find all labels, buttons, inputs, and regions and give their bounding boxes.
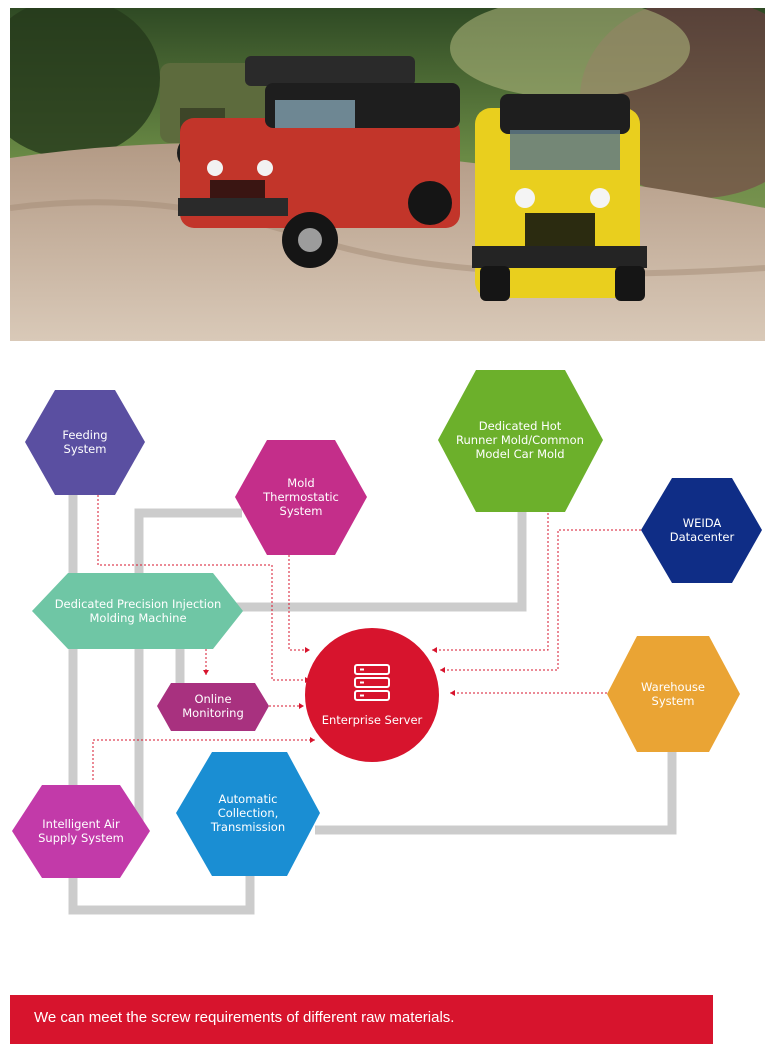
toy-cars-image bbox=[10, 8, 765, 341]
flow-weida-server bbox=[440, 529, 641, 671]
node-label-line: Datacenter bbox=[670, 530, 735, 544]
server-icon bbox=[354, 664, 390, 701]
node-label-line: System bbox=[64, 442, 107, 456]
arrowhead bbox=[432, 647, 437, 653]
node-label-line: Automatic bbox=[219, 792, 278, 806]
node-label-line: Thermostatic bbox=[262, 490, 339, 504]
node-shape bbox=[12, 785, 150, 878]
connector-feeding-air bbox=[68, 495, 255, 915]
node-label-line: System bbox=[652, 694, 695, 708]
node-label-line: System bbox=[280, 504, 323, 518]
footer-text: We can meet the screw requirements of di… bbox=[34, 1009, 455, 1026]
arrowheads bbox=[203, 647, 455, 743]
connector-mold-collection bbox=[134, 508, 242, 825]
arrowhead bbox=[203, 670, 209, 675]
hero-photo bbox=[10, 8, 765, 341]
arrowhead bbox=[305, 647, 310, 653]
node-label-line: Mold bbox=[287, 476, 314, 490]
arrowhead bbox=[440, 667, 445, 673]
node-label: Enterprise Server bbox=[322, 713, 423, 727]
node-shape bbox=[176, 752, 320, 876]
node-label-line: Warehouse bbox=[641, 680, 705, 694]
node-label-line: Transmission bbox=[210, 820, 285, 834]
node-shape bbox=[607, 636, 740, 752]
node-label-line: WEIDA bbox=[683, 516, 722, 530]
node-label-line: Online bbox=[194, 692, 231, 706]
node-shape bbox=[235, 440, 367, 555]
node-label-line: Collection, bbox=[218, 806, 279, 820]
node-label-line: Runner Mold/Common bbox=[456, 433, 584, 447]
node-shape bbox=[305, 628, 439, 762]
flow-feeding-server bbox=[97, 495, 310, 681]
node-shape bbox=[32, 573, 243, 649]
node-label-line: Enterprise Server bbox=[322, 713, 423, 727]
node-enterprise-server: Enterprise Server bbox=[305, 628, 439, 762]
node-shape bbox=[438, 370, 603, 512]
arrowhead bbox=[310, 737, 315, 743]
node-label-line: Supply System bbox=[38, 831, 124, 845]
data-flow-lines bbox=[92, 495, 641, 780]
node-label-line: Model Car Mold bbox=[475, 447, 564, 461]
flow-hotrunner-server bbox=[432, 513, 549, 651]
arrowhead bbox=[299, 703, 304, 709]
node-label-line: Dedicated Precision Injection bbox=[55, 597, 222, 611]
node-label-line: Monitoring bbox=[182, 706, 244, 720]
arrowhead bbox=[450, 690, 455, 696]
flow-mold-server bbox=[288, 555, 310, 651]
node-shape bbox=[157, 683, 269, 731]
connector-lines bbox=[68, 495, 677, 915]
node-label-line: Intelligent Air bbox=[42, 817, 120, 831]
connector-injection-hotrunner bbox=[215, 505, 527, 612]
footer-banner: We can meet the screw requirements of di… bbox=[10, 995, 713, 1044]
connector-warehouse-collection bbox=[315, 748, 677, 835]
node-shape bbox=[641, 478, 762, 583]
flow-air-server bbox=[92, 739, 315, 780]
node-shape bbox=[25, 390, 145, 495]
node-label-line: Feeding bbox=[62, 428, 107, 442]
node-label-line: Molding Machine bbox=[89, 611, 186, 625]
node-label-line: Dedicated Hot bbox=[479, 419, 562, 433]
